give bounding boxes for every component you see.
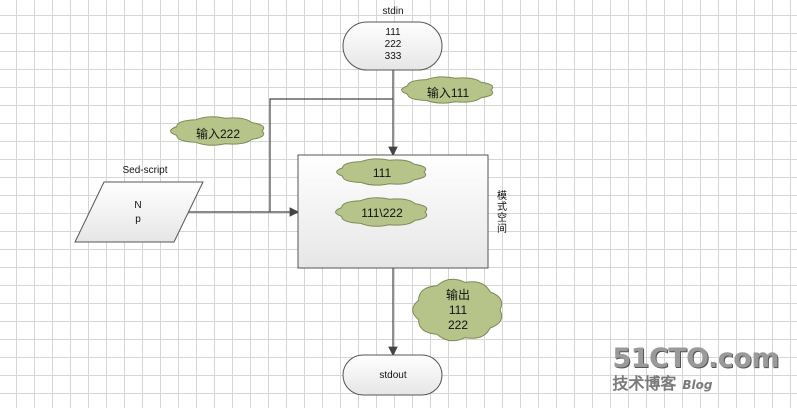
- watermark: 51CTO.com 技术博客 Blog: [612, 343, 779, 394]
- stdout-node: [342, 354, 443, 396]
- output-line: 111: [448, 303, 468, 317]
- stdin-value: 222: [384, 39, 402, 50]
- stdin-value: 333: [384, 51, 402, 62]
- output-cloud-label: 输出 111 222: [428, 288, 488, 333]
- input-cloud-2: [170, 116, 265, 146]
- stdin-node: [342, 21, 443, 71]
- sed-command: N: [134, 200, 142, 211]
- pattern-cloud-bottom: [335, 197, 428, 227]
- pattern-cloud-top-label: 111: [372, 166, 392, 180]
- watermark-sub-text: 技术博客: [612, 374, 677, 393]
- pattern-cloud-top: [336, 158, 427, 186]
- pattern-space-char: 间: [497, 224, 507, 235]
- stdin-label: stdin: [382, 6, 404, 17]
- input-cloud-2-label: 输入222: [195, 127, 241, 141]
- output-line: 222: [447, 318, 469, 332]
- pattern-space-char: 模: [497, 191, 507, 202]
- pattern-space-char: 式: [497, 202, 507, 213]
- input-cloud-1: [401, 76, 494, 104]
- watermark-logo: 51CTO.com: [612, 343, 779, 374]
- watermark-blog: Blog: [682, 378, 713, 392]
- output-line: 输出: [445, 288, 470, 302]
- sed-command: p: [135, 214, 141, 225]
- stdout-label: stdout: [379, 370, 407, 381]
- stdin-branch-line: [269, 98, 393, 212]
- sed-script-commands: N p: [118, 199, 158, 227]
- watermark-sub: 技术博客 Blog: [612, 370, 779, 394]
- input-cloud-1-label: 输入111: [426, 86, 470, 100]
- stdin-values: 111 222 333: [368, 27, 418, 63]
- stdin-value: 111: [385, 27, 401, 38]
- output-cloud: [412, 278, 503, 342]
- sed-script-node: [74, 181, 204, 243]
- pattern-space-char: 空: [497, 213, 507, 224]
- pattern-space-label: 模 式 空 间: [495, 191, 509, 235]
- pattern-cloud-bottom-label: 111\222: [361, 206, 403, 220]
- sed-script-label: Sed-script: [122, 165, 168, 176]
